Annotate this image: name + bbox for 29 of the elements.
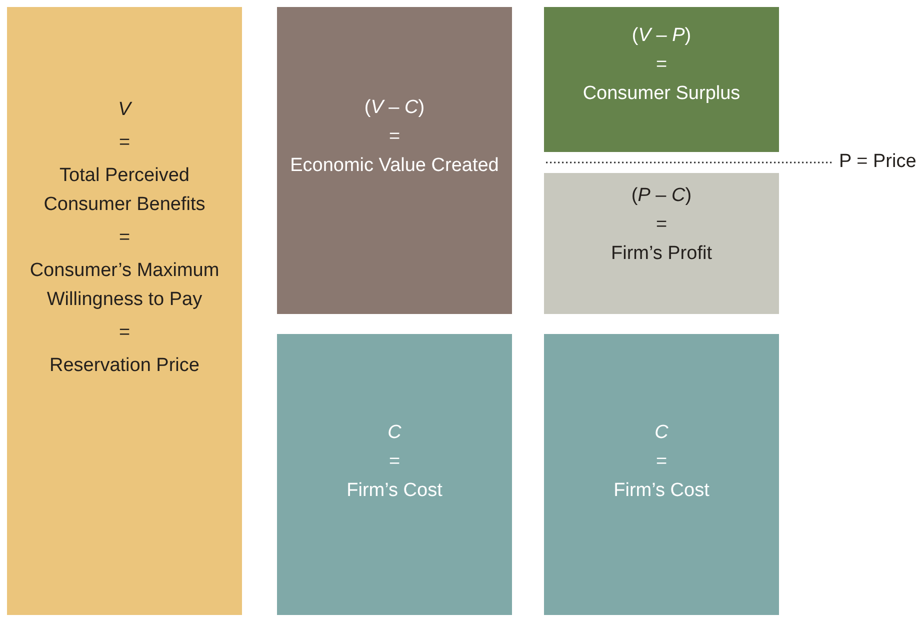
block-text: Reservation Price: [48, 354, 200, 378]
block-text: =: [654, 53, 668, 77]
block-text: C: [654, 421, 670, 445]
block-text: (P – C): [630, 184, 693, 208]
value-created-block: [277, 7, 512, 314]
block-text: C: [386, 421, 402, 445]
block-text: Total Perceived Consumer Benefits: [42, 164, 206, 217]
block-text: =: [118, 131, 132, 155]
block-text: Firm’s Cost: [346, 479, 444, 503]
price-label: P = Price: [839, 150, 916, 174]
surplus-block: [544, 7, 779, 152]
block-text: (V – P): [630, 24, 692, 48]
block-text: (V – C): [363, 96, 426, 120]
block-text: =: [388, 125, 402, 149]
block-text: =: [654, 213, 668, 237]
block-text: V: [117, 98, 133, 122]
profit-block: [544, 173, 779, 314]
block-text: Consumer Surplus: [582, 82, 742, 106]
cost-block: [544, 334, 779, 615]
block-text: =: [654, 450, 668, 474]
block-text: Economic Value Created: [289, 154, 500, 178]
block-text: Firm’s Cost: [612, 479, 710, 503]
block-text: Consumer’s Maximum Willingness to Pay: [28, 259, 220, 312]
block-text: =: [118, 226, 132, 250]
block-text: =: [388, 450, 402, 474]
value-column: [7, 7, 242, 615]
cost-block: [277, 334, 512, 615]
block-text: Firm’s Profit: [610, 242, 713, 266]
block-text: =: [118, 321, 132, 345]
